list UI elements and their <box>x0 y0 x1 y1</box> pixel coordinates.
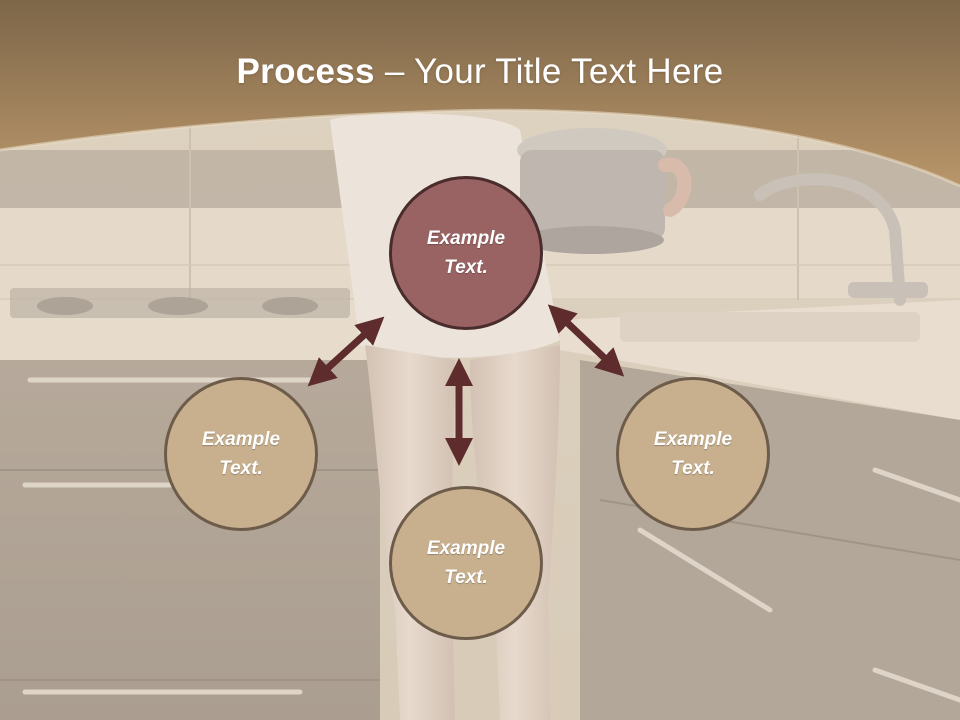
slide-title: Process – Your Title Text Here <box>0 52 960 92</box>
process-node-right: Example Text. <box>616 377 770 531</box>
process-node-bottom: Example Text. <box>389 486 543 640</box>
node-center-line2: Text. <box>444 257 488 278</box>
node-bottom-line1: Example <box>426 538 506 559</box>
title-bold: Process <box>236 52 375 91</box>
node-left-line2: Text. <box>219 458 263 479</box>
node-bottom-line2: Text. <box>444 567 488 588</box>
node-right-line2: Text. <box>671 458 715 479</box>
node-left-line1: Example <box>201 429 281 450</box>
title-rest: – Your Title Text Here <box>374 52 724 91</box>
node-right-line1: Example <box>653 429 733 450</box>
node-center-line1: Example <box>426 228 506 249</box>
process-node-left: Example Text. <box>164 377 318 531</box>
process-node-center: Example Text. <box>389 176 543 330</box>
